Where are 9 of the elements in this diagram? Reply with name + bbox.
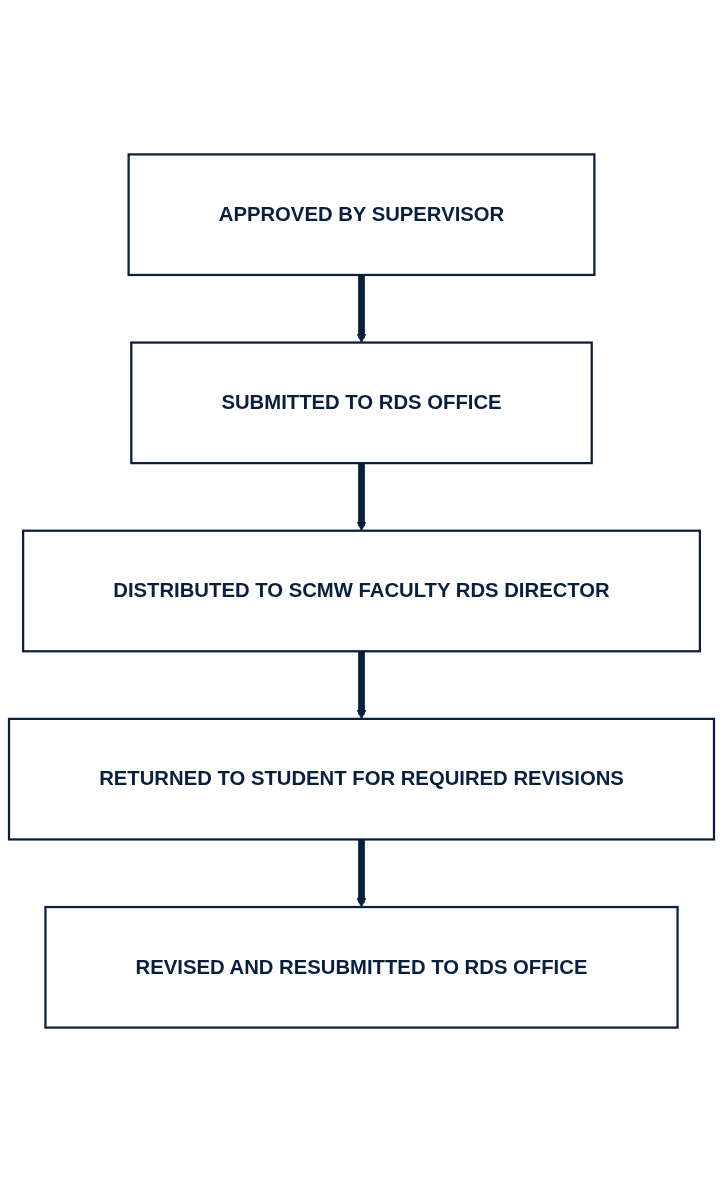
node-box: APPROVED BY SUPERVISOR	[127, 153, 596, 277]
arrow	[356, 274, 367, 343]
arrow	[356, 839, 367, 908]
node-box: DISTRIBUTED TO SCMW FACULTY RDS DIRECTOR	[22, 529, 701, 653]
arrow	[356, 651, 367, 720]
node-box: REVISED AND RESUBMITTED TO RDS OFFICE	[44, 905, 679, 1029]
arrow	[356, 463, 367, 532]
node-box: SUBMITTED TO RDS OFFICE	[130, 341, 593, 465]
node-box: RETURNED TO STUDENT FOR REQUIRED REVISIONS	[7, 717, 716, 841]
